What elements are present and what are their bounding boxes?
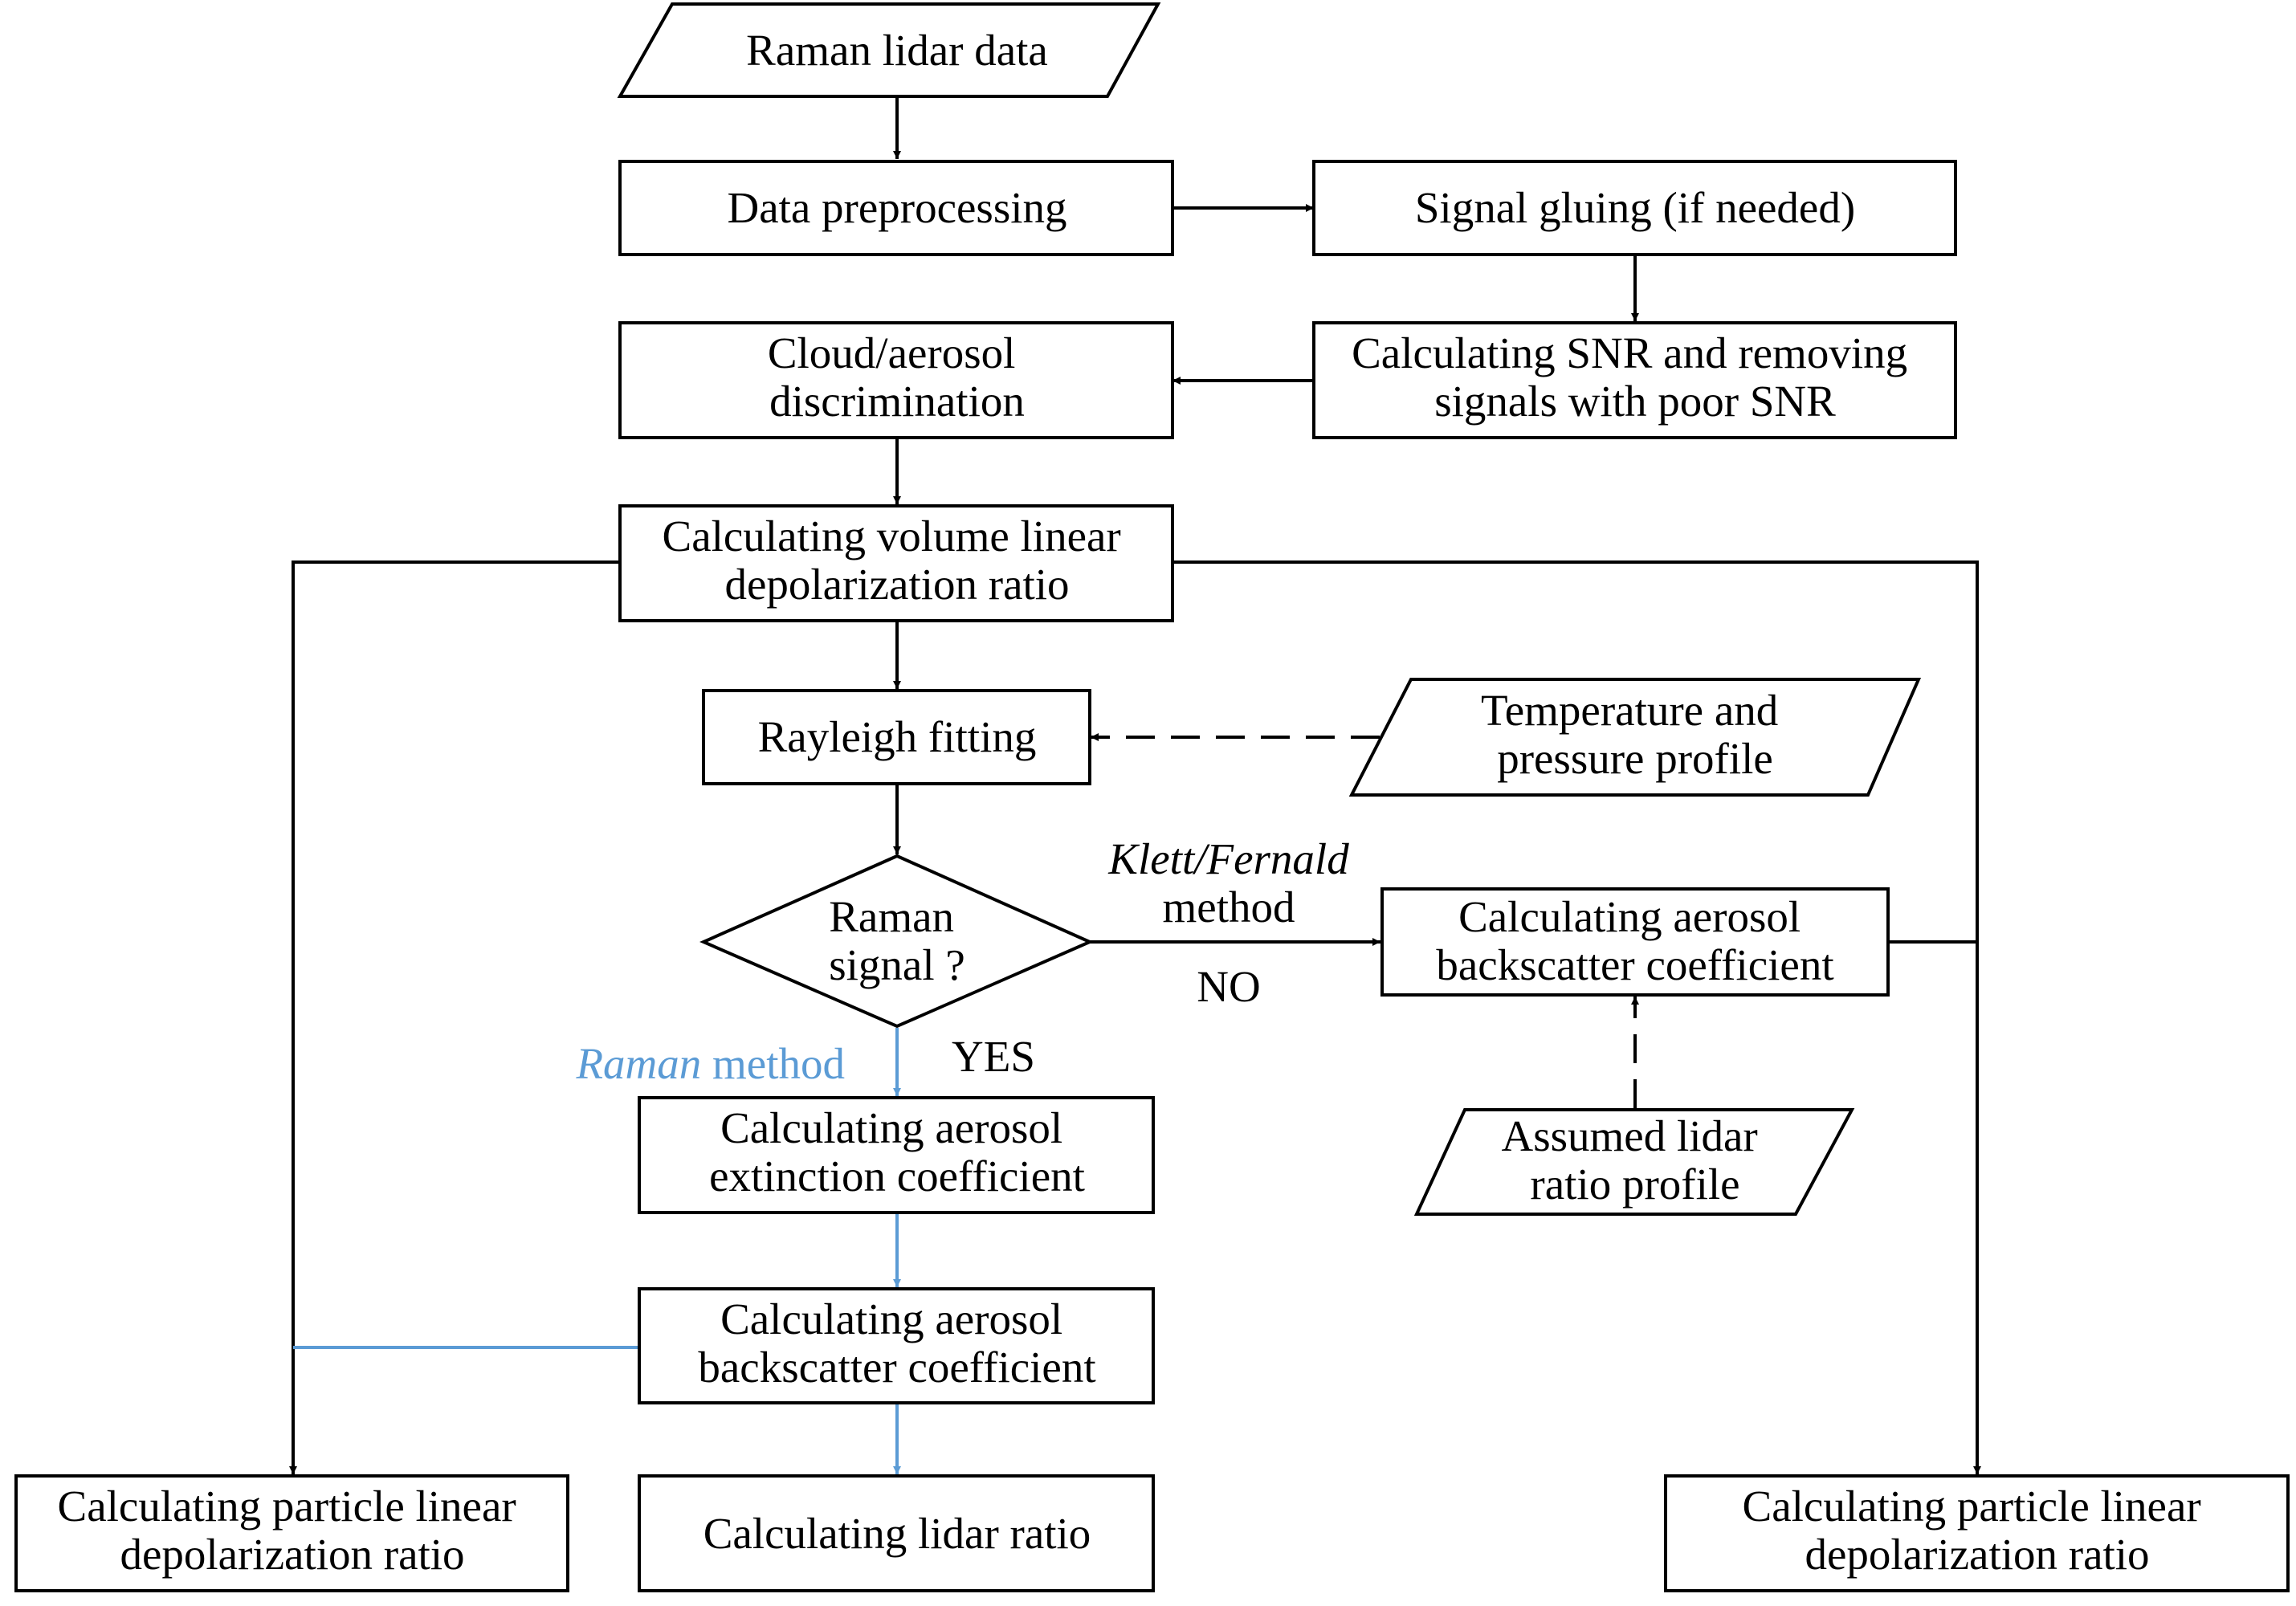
node-backscatter-raman-shape [638,1287,1155,1404]
label-klett-fernald: Klett/Fernald [1107,834,1349,883]
node-lidar-ratio-text: Calculating lidar ratio [703,1509,1091,1558]
node-data-preprocessing-text: Data preprocessing [727,183,1066,232]
node-lidar-ratio-shape [638,1474,1155,1592]
label-raman-method: Raman method [575,1039,845,1088]
node-data-preprocessing-shape [618,160,1174,256]
node-particle-ldr-right-text: Calculating particle linear depolarizati… [1743,1482,2212,1579]
label-klett-method: method [1163,882,1295,931]
label-no: NO [1197,962,1260,1011]
connectors [289,98,1981,1474]
node-temp-pressure-text: Temperature and pressure profile [1481,686,1789,783]
line-volume-ldr-to-left-result [289,560,620,1474]
edge-labels: Klett/Fernald method NO YES Raman method [575,834,1349,1088]
node-decision-shape [699,854,1094,1029]
node-raman-lidar-data-text: Raman lidar data [746,26,1048,75]
node-volume-ldr-text: Calculating volume linear depolarization… [663,512,1132,609]
node-decision-text: Raman signal ? [829,892,965,989]
node-extinction-text: Calculating aerosol extinction coefficie… [709,1103,1085,1200]
node-cloud-aerosol-text: Cloud/aerosol discrimination [768,328,1026,426]
node-particle-ldr-left-text: Calculating particle linear depolarizati… [58,1482,528,1579]
node-backscatter-klett-text: Calculating aerosol backscatter coeffici… [1436,892,1833,989]
node-rayleigh-shape [702,689,1091,785]
node-volume-ldr-shape [618,504,1174,622]
node-extinction-shape [638,1096,1155,1214]
node-texts: Raman lidar data Data preprocessing Sign… [58,26,2212,1579]
node-particle-ldr-left-shape [14,1474,569,1592]
node-rayleigh-text: Rayleigh fitting [758,712,1037,761]
node-raman-lidar-data-shape [617,2,1161,98]
node-snr-text: Calculating SNR and removing signals wit… [1352,328,1919,426]
node-signal-gluing-text: Signal gluing (if needed) [1415,183,1855,232]
label-yes: YES [952,1032,1035,1081]
node-snr-shape [1312,321,1957,439]
line-volume-ldr-to-right-result [1172,560,1981,1474]
node-backscatter-raman-text: Calculating aerosol backscatter coeffici… [698,1294,1095,1392]
node-backscatter-klett-shape [1380,887,1890,997]
node-cloud-aerosol-shape [618,321,1174,439]
node-assumed-lidar-ratio-text: Assumed lidar ratio profile [1501,1111,1768,1209]
node-assumed-lidar-ratio-shape [1413,1108,1855,1216]
shapes [14,2,2290,1592]
node-signal-gluing-shape [1312,160,1957,256]
node-particle-ldr-right-shape [1664,1474,2290,1592]
node-temp-pressure-shape [1348,678,1922,797]
